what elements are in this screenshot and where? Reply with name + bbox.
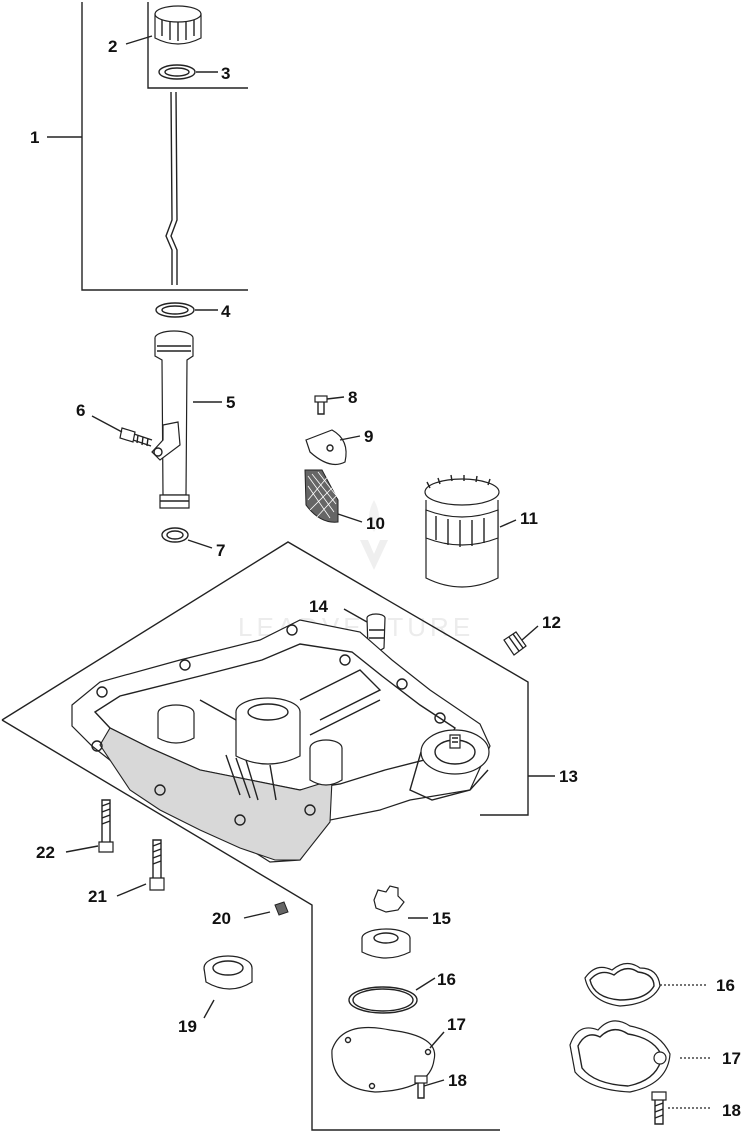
callout-9: 9 [364,427,373,446]
callout-1: 1 [30,128,39,147]
baffle-9 [305,429,347,465]
callout-12: 12 [542,613,561,632]
o-ring-16 [348,986,418,1014]
cover-17-alt [569,1020,671,1093]
gear-set-15 [361,885,411,959]
plug-12 [503,631,527,656]
screw-8 [314,395,328,415]
callout-21: 21 [88,887,107,906]
callout-17-alt: 17 [722,1049,741,1068]
plug-20 [274,901,289,916]
callout-10: 10 [366,514,385,533]
callout-17: 17 [447,1015,466,1034]
oil-seal-19 [203,955,253,990]
callout-2: 2 [108,37,117,56]
oil-filter [424,474,500,588]
callout-18-alt: 18 [722,1101,741,1120]
callout-14: 14 [309,597,328,616]
callout-7: 7 [216,541,225,560]
callout-18: 18 [448,1071,467,1090]
callouts: 1 2 3 4 5 6 7 8 9 10 11 12 13 14 15 16 1… [30,37,741,1120]
callout-5: 5 [226,393,235,412]
callout-16-alt: 16 [716,976,735,995]
callout-22: 22 [36,843,55,862]
callout-16: 16 [437,970,456,989]
bolt-22 [98,799,114,853]
o-ring-7 [161,527,189,543]
screen-10 [304,469,339,523]
oil-pan [1,541,529,1131]
leader-lines [47,35,712,1109]
dipstick-blade [165,91,173,285]
bolt-21 [149,839,165,891]
callout-13: 13 [559,767,578,786]
callout-4: 4 [221,302,231,321]
callout-6: 6 [76,401,85,420]
dipstick-tube [151,330,194,509]
o-ring-3 [158,64,196,80]
gasket-16-alt [584,962,661,1007]
dipstick-assembly [81,2,248,291]
callout-11: 11 [520,509,538,528]
callout-3: 3 [221,64,230,83]
cover-17 [331,1026,436,1093]
bolt-6 [119,427,153,447]
screw-18-alt [651,1091,667,1125]
callout-20: 20 [212,909,231,928]
dipstick-cap [154,5,202,45]
o-ring-4 [155,302,195,318]
screw-18 [414,1075,428,1099]
callout-15: 15 [432,909,451,928]
callout-8: 8 [348,388,357,407]
callout-19: 19 [178,1017,197,1036]
